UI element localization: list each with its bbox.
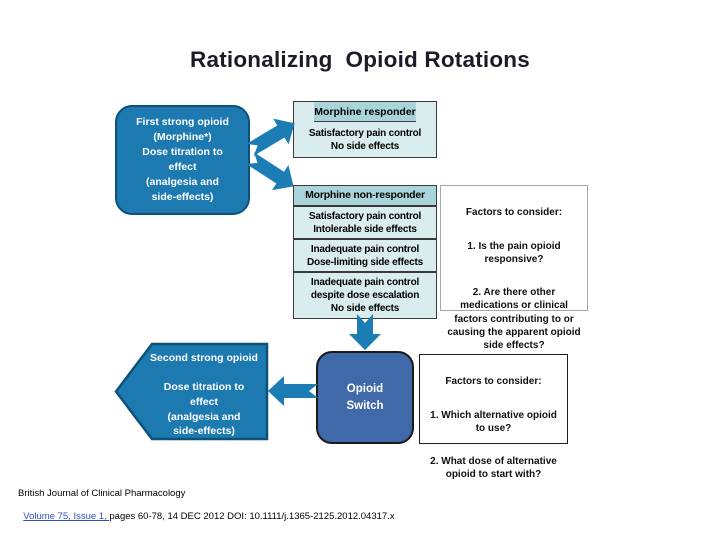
citation-line: Volume 75, Issue 1, pages 60-78, 14 DEC … <box>18 500 395 522</box>
arrow-down-to-switch-icon <box>349 314 381 350</box>
morphine-responder-header: Morphine responder <box>314 102 416 122</box>
factors-top-title: Factors to consider: <box>465 207 563 219</box>
non-responder-row-3: Inadequate pain control despite dose esc… <box>293 272 437 319</box>
factors-to-consider-bottom-box: Factors to consider: 1. Which alternativ… <box>419 354 568 480</box>
non-responder-row-2: Inadequate pain control Dose-limiting si… <box>293 239 437 272</box>
citation-rest: pages 60-78, 14 DEC 2012 DOI: 10.1111/j.… <box>109 511 395 522</box>
factors-bottom-item-1: 1. Which alternative opioid to use? <box>430 409 557 434</box>
factors-top-item-1: 1. Is the pain opioid responsive? <box>467 240 561 265</box>
non-responder-row-1: Satisfactory pain control Intolerable si… <box>293 206 437 239</box>
second-strong-opioid-label: Second strong opioid Dose titration to e… <box>150 352 258 438</box>
morphine-non-responder-header: Morphine non-responder <box>293 185 437 206</box>
page-title: Rationalizing Opioid Rotations <box>190 47 530 72</box>
factors-top-item-2: 2. Are there other medications or clinic… <box>447 287 581 351</box>
first-strong-opioid-box: First strong opioid (Morphine*) Dose tit… <box>115 105 250 215</box>
factors-bottom-item-2: 2. What dose of alternative opioid to st… <box>430 456 557 481</box>
citation-journal: British Journal of Clinical Pharmacology <box>18 488 186 499</box>
citation-volume-link[interactable]: Volume 75, Issue 1, <box>23 511 110 522</box>
morphine-responder-body: Satisfactory pain control No side effect… <box>308 127 422 152</box>
opioid-switch-box: Opioid Switch <box>316 351 414 444</box>
morphine-responder-box: Morphine responder Satisfactory pain con… <box>293 101 437 158</box>
factors-bottom-title: Factors to consider: <box>445 376 542 388</box>
factors-to-consider-top-box: Factors to consider: 1. Is the pain opio… <box>440 185 588 351</box>
arrow-switch-to-second-opioid-icon <box>268 376 318 406</box>
